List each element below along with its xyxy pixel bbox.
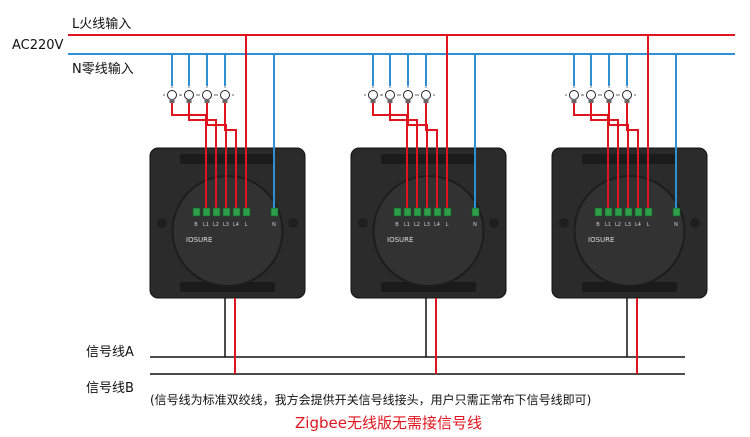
panel-2-terminal-3 xyxy=(413,207,422,217)
panel-1-terminal-label-L4: L4 xyxy=(233,222,239,228)
panel-3-bulb-4-base xyxy=(624,99,630,103)
panel-2-terminal-1 xyxy=(393,207,402,217)
panel-2-terminal-label-L: L xyxy=(446,222,449,228)
panel-2-bulb-3-icon xyxy=(403,90,413,100)
panel-3-bulb-4-icon xyxy=(622,90,632,100)
panel-2-bulb-2-icon xyxy=(385,90,395,100)
panel-3-terminal-3 xyxy=(614,207,623,217)
panel-2-terminal-6 xyxy=(443,207,452,217)
panel-3-terminal-n xyxy=(672,207,681,217)
panel-3-round-housing xyxy=(573,175,686,287)
panel-1-left-screw xyxy=(157,218,167,228)
panel-3-terminal-label-B: B xyxy=(596,222,600,228)
panel-3-terminal-label-L4: L4 xyxy=(635,222,641,228)
panel-1-terminal-6 xyxy=(242,207,251,217)
panel-3-bulb-2-icon xyxy=(586,90,596,100)
panel-3-brand-text: IOSURE xyxy=(588,236,614,244)
panel-3-bulb-3-base xyxy=(606,99,612,103)
panel-2-bulb-3-base xyxy=(405,99,411,103)
panel-3-terminal-label-L3: L3 xyxy=(625,222,631,228)
panel-2-load-wire-4 xyxy=(425,103,438,208)
panel-3-terminal-label-N: N xyxy=(674,222,678,228)
panel-3-bulb-1-icon xyxy=(569,90,579,100)
panel-2-terminal-label-B: B xyxy=(395,222,399,228)
panel-2-bulb-1-base xyxy=(370,99,376,103)
panel-1-bulb-4-icon xyxy=(220,90,230,100)
panel-2-bulb-4-icon xyxy=(421,90,431,100)
panel-2-terminal-5 xyxy=(433,207,442,217)
panel-3-terminal-4 xyxy=(624,207,633,217)
panel-2-terminal-2 xyxy=(403,207,412,217)
panel-2-right-screw xyxy=(489,218,499,228)
panel-1-terminal-n xyxy=(270,207,279,217)
panel-2-round-housing xyxy=(372,175,485,287)
panel-1-bulb-1-base xyxy=(169,99,175,103)
panel-2-terminal-n xyxy=(471,207,480,217)
panel-3-terminal-label-L: L xyxy=(647,222,650,228)
panel-2-terminal-label-L4: L4 xyxy=(434,222,440,228)
panel-1-round-housing xyxy=(171,175,284,287)
panel-1-load-wire-3 xyxy=(206,103,227,208)
panel-1-load-wire-4 xyxy=(224,103,237,208)
panel-3-terminal-2 xyxy=(604,207,613,217)
panel-1-terminal-label-B: B xyxy=(194,222,198,228)
panel-1-terminal-3 xyxy=(212,207,221,217)
panel-3-load-wire-4 xyxy=(626,103,639,208)
panel-1-brand-text: IOSURE xyxy=(186,236,212,244)
panel-2-load-wire-3 xyxy=(407,103,428,208)
panel-3-terminal-6 xyxy=(644,207,653,217)
panel-1-terminal-2 xyxy=(202,207,211,217)
panel-2-terminal-label-L2: L2 xyxy=(414,222,420,228)
signal-wire-note: (信号线为标准双绞线，我方会提供开关信号线接头，用户只需正常布下信号线即可) xyxy=(150,393,592,407)
panel-3-terminal-label-L1: L1 xyxy=(605,222,611,228)
panel-3-load-wire-3 xyxy=(608,103,629,208)
panel-2-terminal-4 xyxy=(423,207,432,217)
panel-2-bulb-1-icon xyxy=(368,90,378,100)
panel-3-bulb-2-base xyxy=(588,99,594,103)
signal-a-label: 信号线A xyxy=(86,345,134,360)
ac-voltage-label: AC220V xyxy=(12,38,64,53)
panel-3-load-wire-2 xyxy=(590,103,619,208)
panel-2-terminal-label-N: N xyxy=(473,222,477,228)
panel-3-left-screw xyxy=(559,218,569,228)
panel-1-bulb-2-base xyxy=(186,99,192,103)
panel-1-terminal-label-L: L xyxy=(245,222,248,228)
panel-1-top-slot xyxy=(180,154,275,164)
panel-1-bulb-2-icon xyxy=(184,90,194,100)
panel-1-terminal-5 xyxy=(232,207,241,217)
panel-2-left-screw xyxy=(358,218,368,228)
panel-2-load-wire-2 xyxy=(389,103,418,208)
panel-1-right-screw xyxy=(288,218,298,228)
panel-2-top-slot xyxy=(381,154,476,164)
live-input-label: L火线输入 xyxy=(72,17,132,32)
panel-1-bulb-3-icon xyxy=(202,90,212,100)
panel-1-bulb-1-icon xyxy=(167,90,177,100)
panel-1-terminal-label-L2: L2 xyxy=(213,222,219,228)
panel-3-terminal-label-L2: L2 xyxy=(615,222,621,228)
panel-3-bulb-3-icon xyxy=(604,90,614,100)
panel-1-terminal-label-N: N xyxy=(272,222,276,228)
signal-b-label: 信号线B xyxy=(86,381,134,396)
panel-3-bulb-1-base xyxy=(571,99,577,103)
panel-1-terminal-4 xyxy=(222,207,231,217)
neutral-input-label: N零线输入 xyxy=(72,62,134,77)
panel-1-terminal-label-L1: L1 xyxy=(203,222,209,228)
panel-1-bulb-3-base xyxy=(204,99,210,103)
panel-1-load-wire-2 xyxy=(188,103,217,208)
panel-3-right-screw xyxy=(690,218,700,228)
panel-2-bulb-4-base xyxy=(423,99,429,103)
panel-1-bulb-4-base xyxy=(222,99,228,103)
panel-3-top-slot xyxy=(582,154,677,164)
zigbee-note: Zigbee无线版无需接信号线 xyxy=(295,414,482,432)
panel-2-bulb-2-base xyxy=(387,99,393,103)
panel-2-terminal-label-L1: L1 xyxy=(404,222,410,228)
panel-1-terminal-1 xyxy=(192,207,201,217)
panel-3-terminal-5 xyxy=(634,207,643,217)
panel-2-terminal-label-L3: L3 xyxy=(424,222,430,228)
panel-3-terminal-1 xyxy=(594,207,603,217)
panel-2-brand-text: IOSURE xyxy=(387,236,413,244)
panel-1-terminal-label-L3: L3 xyxy=(223,222,229,228)
